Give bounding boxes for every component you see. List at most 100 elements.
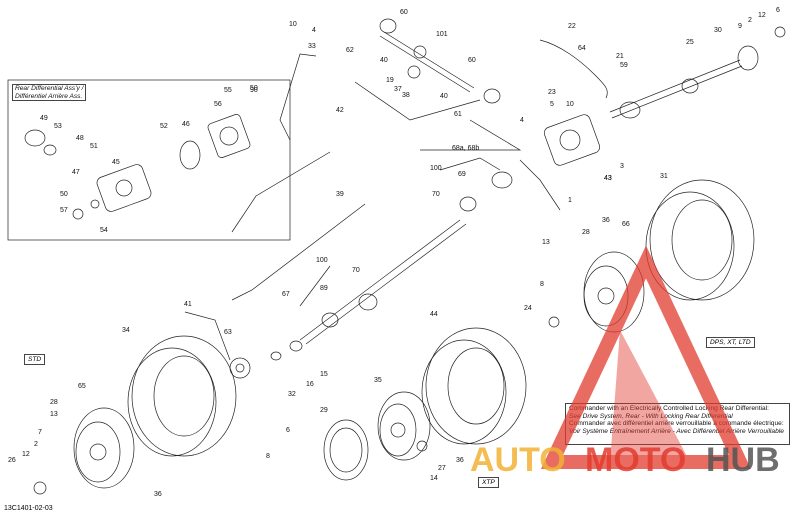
callout-label: 12 [758, 12, 766, 19]
callout-label: 90 [250, 87, 258, 94]
inset-title-line: Différentiel Arrière Ass. [15, 92, 83, 100]
callout-label: 6 [776, 7, 780, 14]
callout-label: 68a, 68b [452, 145, 479, 152]
callout-label: 35 [374, 377, 382, 384]
callout-label: 52 [160, 123, 168, 130]
callout-label: 23 [548, 89, 556, 96]
watermark-text-auto: AUTO [470, 441, 566, 479]
callout-label: 38 [402, 92, 410, 99]
inset-frame [7, 79, 291, 241]
callout-label: 9 [738, 23, 742, 30]
callout-label: 43 [604, 175, 612, 182]
callout-label: 89 [320, 285, 328, 292]
note-line: See Drive System, Rear - With Locking Re… [569, 412, 733, 420]
callout-label: 19 [386, 77, 394, 84]
callout-label: 50 [60, 191, 68, 198]
callout-label: 45 [112, 159, 120, 166]
callout-label: 26 [8, 457, 16, 464]
callout-label: 50 [250, 85, 258, 92]
callout-label: 21 [616, 53, 624, 60]
callout-label: 63 [224, 329, 232, 336]
callout-label: 64 [578, 45, 586, 52]
callout-label: 33 [308, 43, 316, 50]
callout-label: 34 [122, 327, 130, 334]
callout-label: 66 [622, 221, 630, 228]
callout-label: 1 [568, 197, 572, 204]
callout-label: 51 [90, 143, 98, 150]
callout-label: 28 [50, 399, 58, 406]
callout-label: 2 [34, 441, 38, 448]
note-line: Voir Système Entraînement Arrière - Avec… [569, 427, 784, 435]
callout-label: 40 [440, 93, 448, 100]
callout-label: 29 [320, 407, 328, 414]
callout-label: 101 [436, 31, 448, 38]
callout-label: 39 [336, 191, 344, 198]
callout-label: 46 [182, 121, 190, 128]
xtp-tag: XTP [478, 477, 499, 488]
dps-tag: DPS, XT, LTD [706, 337, 755, 348]
callout-label: 55 [224, 87, 232, 94]
callout-label: 48 [76, 135, 84, 142]
callout-label: 36 [456, 457, 464, 464]
callout-label: 61 [454, 111, 462, 118]
callout-label: 8 [266, 453, 270, 460]
callout-label: 4 [312, 27, 316, 34]
callout-label: 100 [316, 257, 328, 264]
callout-label: 6 [286, 427, 290, 434]
callout-label: 56 [214, 101, 222, 108]
watermark-text-moto: MOTO [585, 441, 686, 479]
note-box: Commander with an Electrically Controlle… [565, 403, 790, 445]
callout-label: 47 [72, 169, 80, 176]
callout-label: 59 [620, 62, 628, 69]
note-line: Commander with an Electrically Controlle… [569, 405, 769, 412]
callout-label: 42 [336, 107, 344, 114]
diagram-code: 13C1401-02-03 [4, 505, 53, 512]
callout-label: 44 [430, 311, 438, 318]
callout-label: 43 [604, 175, 612, 182]
callout-label: 70 [432, 191, 440, 198]
callout-label: 53 [54, 123, 62, 130]
callout-label: 70 [352, 267, 360, 274]
callout-label: 36 [154, 491, 162, 498]
inset-title: Rear Differential Ass'y / Différentiel A… [12, 84, 87, 102]
callout-label: 3 [620, 163, 624, 170]
callout-label: 16 [306, 381, 314, 388]
callout-label: 49 [40, 115, 48, 122]
callout-label: 54 [100, 227, 108, 234]
callout-label: 37 [394, 86, 402, 93]
callout-label: 40 [380, 57, 388, 64]
callout-label: 12 [22, 451, 30, 458]
callout-label: 41 [184, 301, 192, 308]
callout-label: 60 [400, 9, 408, 16]
callout-label: 69 [458, 171, 466, 178]
note-line: Commander avec différentiel arrière verr… [569, 420, 784, 428]
callout-label: 32 [288, 391, 296, 398]
callout-label: 67 [282, 291, 290, 298]
callout-label: 62 [346, 47, 354, 54]
callout-label: 30 [714, 27, 722, 34]
callout-label: 14 [430, 475, 438, 482]
callout-label: 10 [289, 21, 297, 28]
callout-label: 24 [524, 305, 532, 312]
callout-label: 8 [540, 281, 544, 288]
callout-label: 27 [438, 465, 446, 472]
inset-title-line: Rear Differential Ass'y / [15, 85, 84, 92]
watermark-text-hub: HUB [706, 441, 780, 479]
callout-label: 5 [550, 101, 554, 108]
watermark-logo-icon [540, 245, 752, 469]
callout-labels: 10 4 33 62 60 101 40 19 37 38 40 60 61 4… [8, 7, 780, 498]
callout-label: 13 [542, 239, 550, 246]
callout-label: 28 [582, 229, 590, 236]
callout-label: 60 [468, 57, 476, 64]
callout-label: 100 [430, 165, 442, 172]
callout-label: 15 [320, 371, 328, 378]
std-tag: STD [24, 354, 46, 365]
callout-label: 22 [568, 23, 576, 30]
callout-label: 65 [78, 383, 86, 390]
callout-label: 2 [748, 17, 752, 24]
callout-label: 10 [566, 101, 574, 108]
callout-label: 36 [602, 217, 610, 224]
callout-label: 57 [60, 207, 68, 214]
